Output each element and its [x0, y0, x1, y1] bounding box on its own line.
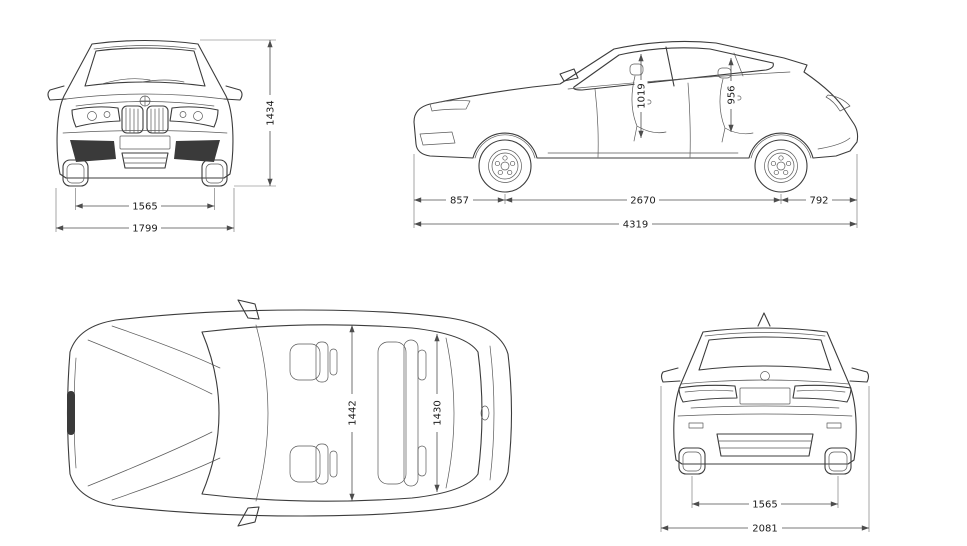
- dimension-front-interior-width: 1442: [345, 324, 359, 502]
- front-car-outline: [47, 39, 243, 187]
- antenna-fin: [757, 312, 771, 327]
- rear-window: [698, 336, 832, 371]
- license-plate: [119, 135, 171, 150]
- headlight: [429, 100, 471, 112]
- diffuser: [716, 433, 814, 457]
- dim-rear-overhang-label: 792: [809, 196, 828, 207]
- side-glass: [573, 47, 774, 91]
- front-view: 1434 1565 1799: [30, 10, 290, 240]
- rear-mirrors: [660, 367, 870, 383]
- left-tire: [62, 159, 89, 187]
- antenna: [480, 405, 490, 421]
- grille-left: [121, 105, 144, 134]
- dim-rear-track-label: 1565: [752, 500, 777, 511]
- dim-rear-headroom-label: 956: [727, 85, 738, 104]
- front-view-drawing: 1434 1565 1799: [47, 39, 277, 235]
- dim-rear-width-mirrors-label: 2081: [752, 524, 777, 535]
- top-mirror-left: [237, 299, 260, 320]
- right-intake: [174, 140, 220, 162]
- rear-view-drawing: 1565 2081: [660, 312, 870, 535]
- dimension-rear-track: 1565: [691, 476, 839, 511]
- rear-right-tire: [824, 447, 852, 475]
- top-view-drawing: 1442 1430: [66, 299, 513, 527]
- right-headlight: [169, 106, 219, 128]
- dimension-front-width: 1799: [55, 188, 235, 235]
- dimension-front-height: 1434: [200, 39, 277, 187]
- rear-license-plate: [739, 387, 791, 405]
- top-car-outline: [66, 299, 513, 527]
- dim-top-front-width-label: 1442: [348, 400, 359, 425]
- badge-icon-rear: [760, 371, 770, 381]
- right-mirror: [223, 85, 243, 101]
- right-taillight: [792, 384, 852, 403]
- top-mirror-right: [237, 506, 260, 527]
- dimension-rear-width-mirrors: 2081: [660, 386, 870, 535]
- right-tire: [201, 159, 228, 187]
- side-mirror: [559, 68, 579, 82]
- dimension-front-headroom: 1019: [634, 53, 648, 139]
- rear-car-outline: [660, 312, 870, 475]
- top-view: 1442 1430: [52, 288, 542, 538]
- wipers: [101, 78, 185, 85]
- dim-wheelbase-label: 2670: [630, 196, 655, 207]
- right-reflector: [826, 422, 842, 429]
- dim-front-height-label: 1434: [266, 100, 277, 125]
- left-mirror: [47, 85, 67, 101]
- windshield: [84, 47, 206, 87]
- dimension-rear-headroom: 956: [724, 57, 738, 133]
- side-car-outline: [413, 40, 859, 193]
- dim-front-track-label: 1565: [132, 202, 157, 213]
- left-reflector: [688, 422, 704, 429]
- dimension-rear-interior-width: 1430: [430, 333, 444, 493]
- rear-seat: [719, 78, 754, 143]
- rear-left-tire: [678, 447, 706, 475]
- grille-top: [67, 391, 75, 435]
- dim-top-rear-width-label: 1430: [433, 400, 444, 425]
- dim-front-width-label: 1799: [132, 224, 157, 235]
- left-taillight: [678, 384, 738, 403]
- seats-top: [289, 339, 427, 487]
- rear-wheel: [754, 139, 808, 193]
- front-seat: [631, 75, 667, 142]
- dim-front-overhang-label: 857: [450, 196, 469, 207]
- taillight: [825, 94, 851, 112]
- rear-view: 1565 2081: [645, 296, 895, 541]
- front-wheel: [478, 139, 532, 193]
- side-view: 1019 956 857 2670 792: [398, 8, 898, 243]
- dim-overall-length-label: 4319: [623, 220, 648, 231]
- center-intake: [121, 152, 169, 169]
- left-intake: [70, 140, 116, 162]
- dim-front-headroom-label: 1019: [637, 83, 648, 108]
- glasshouse: [201, 324, 483, 502]
- dimension-front-track: 1565: [75, 188, 215, 213]
- left-headlight: [71, 106, 121, 128]
- side-view-drawing: 1019 956 857 2670 792: [413, 40, 859, 231]
- dimension-length-group: 857 2670 792 4319: [413, 154, 858, 231]
- grille-right: [146, 105, 169, 134]
